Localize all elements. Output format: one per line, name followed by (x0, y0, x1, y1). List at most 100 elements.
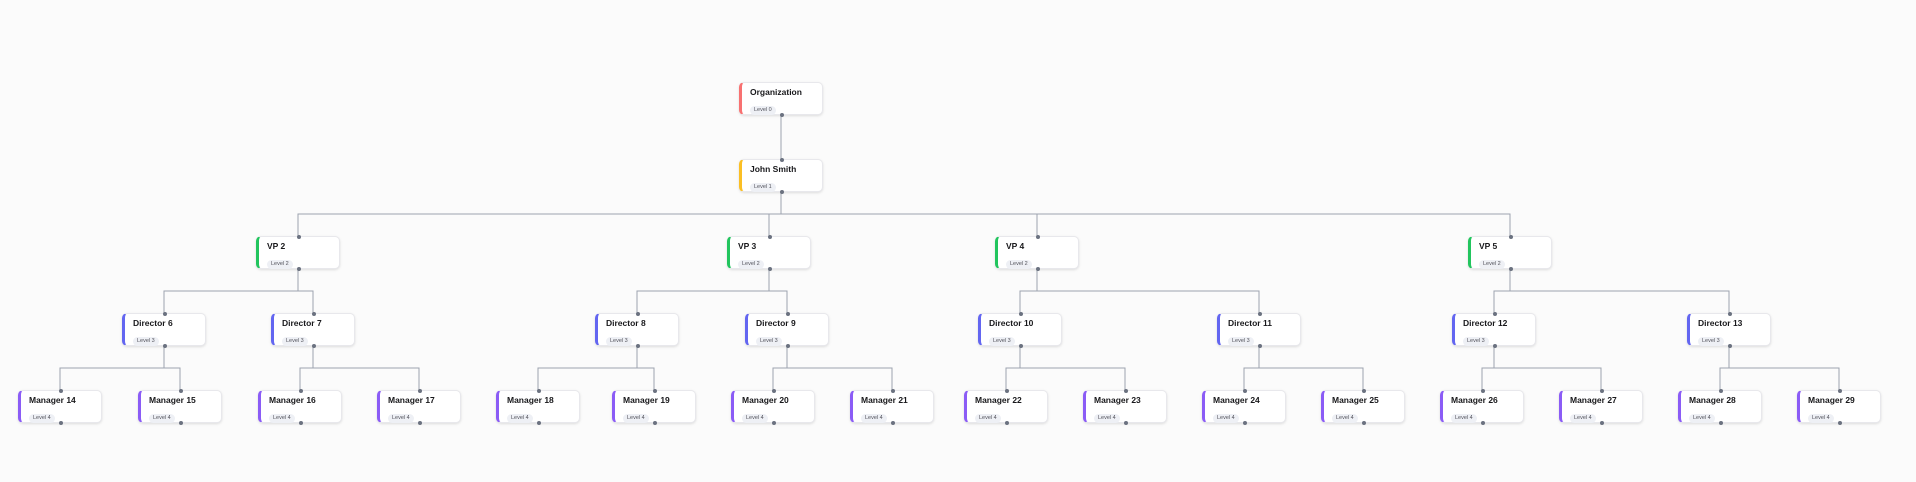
org-node-8[interactable]: Director 8 Level 3 (595, 311, 679, 348)
node-title: Manager 22 (975, 396, 1022, 405)
target-handle-dot (1481, 388, 1485, 393)
node-level-badge: Level 4 (269, 413, 295, 423)
org-edge (1728, 346, 1840, 390)
org-node-15[interactable]: Manager 15 Level 4 (138, 388, 222, 425)
org-node-24[interactable]: Manager 24 Level 4 (1202, 388, 1286, 425)
node-title: Manager 24 (1213, 396, 1260, 405)
node-title: VP 4 (1006, 242, 1025, 251)
target-handle-dot (537, 388, 541, 393)
node-level-badge: Level 4 (29, 413, 55, 423)
target-handle-dot (418, 388, 422, 393)
org-node-7[interactable]: Director 7 Level 3 (271, 311, 355, 348)
org-node-12[interactable]: Director 12 Level 3 (1452, 311, 1536, 348)
org-edge (297, 269, 314, 313)
org-node-9[interactable]: Director 9 Level 3 (745, 311, 829, 348)
node-title: Manager 26 (1451, 396, 1498, 405)
node-title: Manager 23 (1094, 396, 1141, 405)
source-handle-dot (1243, 420, 1247, 425)
source-handle-dot (179, 420, 183, 425)
source-handle-dot (1036, 266, 1040, 271)
org-node-6[interactable]: Director 6 Level 3 (122, 311, 206, 348)
org-node-16[interactable]: Manager 16 Level 4 (258, 388, 342, 425)
source-handle-dot (1509, 266, 1513, 271)
org-node-20[interactable]: Manager 20 Level 4 (731, 388, 815, 425)
org-node-3[interactable]: VP 3 Level 2 (727, 234, 811, 271)
org-node-4[interactable]: VP 4 Level 2 (995, 234, 1079, 271)
org-edge (1481, 346, 1495, 390)
node-level-badge: Level 4 (1094, 413, 1120, 423)
node-title: Director 6 (133, 319, 173, 328)
source-handle-dot (299, 420, 303, 425)
node-level-badge: Level 4 (388, 413, 414, 423)
target-handle-dot (1258, 311, 1262, 316)
org-node-14[interactable]: Manager 14 Level 4 (18, 388, 102, 425)
target-handle-dot (179, 388, 183, 393)
org-node-17[interactable]: Manager 17 Level 4 (377, 388, 461, 425)
org-node-23[interactable]: Manager 23 Level 4 (1083, 388, 1167, 425)
org-node-2[interactable]: VP 2 Level 2 (256, 234, 340, 271)
source-handle-dot (1600, 420, 1604, 425)
org-node-22[interactable]: Manager 22 Level 4 (964, 388, 1048, 425)
node-level-badge: Level 4 (975, 413, 1001, 423)
node-title: Manager 29 (1808, 396, 1855, 405)
target-handle-dot (1019, 311, 1023, 316)
org-edge (1243, 346, 1260, 390)
target-handle-dot (1243, 388, 1247, 393)
source-handle-dot (786, 343, 790, 348)
target-handle-dot (786, 311, 790, 316)
source-handle-dot (163, 343, 167, 348)
org-node-11[interactable]: Director 11 Level 3 (1217, 311, 1301, 348)
node-title: Manager 17 (388, 396, 435, 405)
node-title: Manager 18 (507, 396, 554, 405)
org-node-29[interactable]: Manager 29 Level 4 (1797, 388, 1881, 425)
target-handle-dot (1124, 388, 1128, 393)
source-handle-dot (891, 420, 895, 425)
node-level-badge: Level 3 (756, 336, 782, 346)
target-handle-dot (163, 311, 167, 316)
org-node-18[interactable]: Manager 18 Level 4 (496, 388, 580, 425)
source-handle-dot (636, 343, 640, 348)
source-handle-dot (1719, 420, 1723, 425)
source-handle-dot (1728, 343, 1732, 348)
org-node-27[interactable]: Manager 27 Level 4 (1559, 388, 1643, 425)
node-title: VP 2 (267, 242, 286, 251)
node-title: Manager 19 (623, 396, 670, 405)
node-level-badge: Level 4 (149, 413, 175, 423)
node-level-badge: Level 4 (861, 413, 887, 423)
org-node-21[interactable]: Manager 21 Level 4 (850, 388, 934, 425)
org-node-26[interactable]: Manager 26 Level 4 (1440, 388, 1524, 425)
node-title: Director 12 (1463, 319, 1508, 328)
org-edge (780, 192, 1511, 236)
org-node-10[interactable]: Director 10 Level 3 (978, 311, 1062, 348)
org-node-0[interactable]: Organization Level 0 (739, 82, 823, 117)
org-node-5[interactable]: VP 5 Level 2 (1468, 234, 1552, 271)
org-node-28[interactable]: Manager 28 Level 4 (1678, 388, 1762, 425)
org-node-13[interactable]: Director 13 Level 3 (1687, 311, 1771, 348)
source-handle-dot (1838, 420, 1842, 425)
node-level-badge: Level 3 (1698, 336, 1724, 346)
node-title: Director 11 (1228, 319, 1272, 328)
source-handle-dot (537, 420, 541, 425)
target-handle-dot (1036, 234, 1040, 239)
org-edge (1019, 269, 1038, 313)
target-handle-dot (312, 311, 316, 316)
org-node-1[interactable]: John Smith Level 1 (739, 157, 823, 194)
node-level-badge: Level 3 (282, 336, 308, 346)
org-edge (163, 346, 181, 390)
org-node-19[interactable]: Manager 19 Level 4 (612, 388, 696, 425)
node-level-badge: Level 2 (267, 259, 293, 269)
org-edge (299, 346, 314, 390)
target-handle-dot (1719, 388, 1723, 393)
org-edge (163, 269, 299, 313)
node-level-badge: Level 4 (1213, 413, 1239, 423)
node-level-badge: Level 4 (1689, 413, 1715, 423)
source-handle-dot (59, 420, 63, 425)
target-handle-dot (653, 388, 657, 393)
target-handle-dot (636, 311, 640, 316)
source-handle-dot (1481, 420, 1485, 425)
node-title: Manager 15 (149, 396, 196, 405)
org-edge (1005, 346, 1021, 390)
org-node-25[interactable]: Manager 25 Level 4 (1321, 388, 1405, 425)
target-handle-dot (1600, 388, 1604, 393)
